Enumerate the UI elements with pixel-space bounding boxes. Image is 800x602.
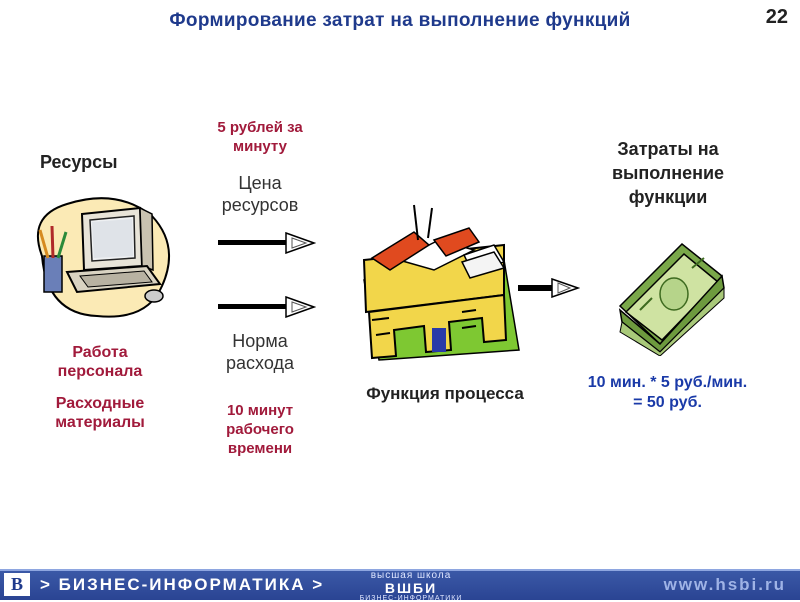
footer-url: www.hsbi.ru xyxy=(664,575,786,595)
price-value-line: 5 рублей за xyxy=(195,118,325,137)
computer-clipart-icon xyxy=(22,186,177,326)
resource-label-line: Работа xyxy=(30,343,170,362)
price-label-line: ресурсов xyxy=(200,194,320,216)
resource-label-line: материалы xyxy=(30,413,170,432)
norm-label-line: расхода xyxy=(200,352,320,374)
footer-brand: > БИЗНЕС-ИНФОРМАТИКА > xyxy=(40,575,324,595)
norm-value-line: рабочего xyxy=(200,420,320,439)
arrow-icon xyxy=(518,278,580,298)
costs-heading-line: функции xyxy=(588,185,748,209)
norm-value-line: 10 минут xyxy=(200,401,320,420)
footer-logo: В xyxy=(4,573,30,596)
slide-title: Формирование затрат на выполнение функци… xyxy=(0,10,800,32)
money-stack-icon xyxy=(612,236,730,356)
footer-school-line: ВШБИ xyxy=(346,581,476,595)
resource-label-line: Расходные xyxy=(30,394,170,413)
arrow-icon xyxy=(218,296,316,318)
arrow-icon xyxy=(218,232,316,254)
footer-school-line: БИЗНЕС-ИНФОРМАТИКИ xyxy=(346,595,476,602)
function-label: Функция процесса xyxy=(340,384,550,404)
costs-formula-line: 10 мин. * 5 руб./мин. xyxy=(565,373,770,393)
footer-school-logo: высшая школа ВШБИ БИЗНЕС-ИНФОРМАТИКИ xyxy=(346,571,476,602)
costs-heading-line: Затраты на xyxy=(588,137,748,161)
footer-bar: В > БИЗНЕС-ИНФОРМАТИКА > высшая школа ВШ… xyxy=(0,569,800,600)
price-value-line: минуту xyxy=(195,137,325,156)
desk-clipart-icon xyxy=(354,200,524,365)
resource-label-line: персонала xyxy=(30,362,170,381)
costs-formula-line: = 50 руб. xyxy=(565,393,770,413)
costs-heading-line: выполнение xyxy=(588,161,748,185)
resources-heading: Ресурсы xyxy=(40,152,118,173)
page-number: 22 xyxy=(766,6,788,29)
norm-label-line: Норма xyxy=(200,330,320,352)
price-label-line: Цена xyxy=(200,172,320,194)
norm-value-line: времени xyxy=(200,439,320,458)
